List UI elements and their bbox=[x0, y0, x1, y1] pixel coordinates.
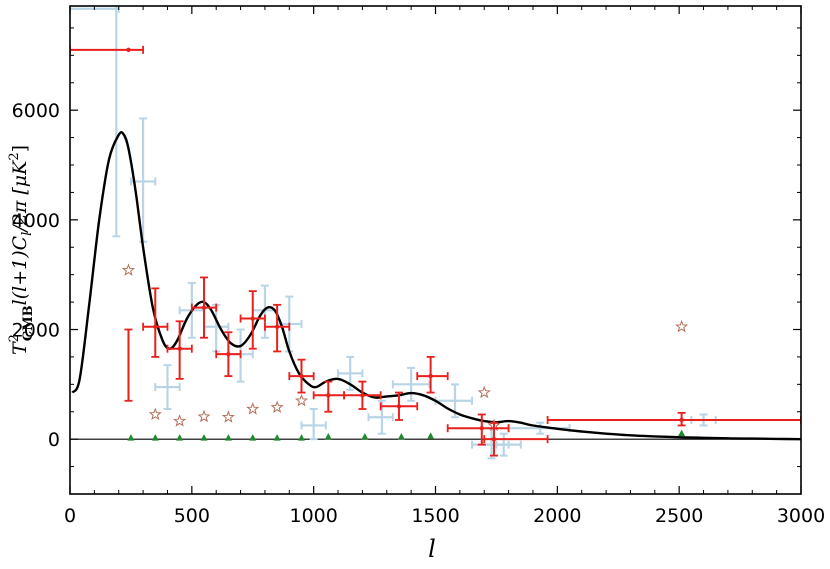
x-tick-label: 1500 bbox=[411, 505, 459, 527]
triangle-marker bbox=[224, 434, 232, 441]
red-point-center bbox=[250, 316, 255, 321]
red-data-point bbox=[190, 276, 218, 339]
star-marker bbox=[294, 393, 309, 407]
x-axis-label: l bbox=[428, 535, 436, 563]
y-label-body-sub: l bbox=[20, 232, 35, 236]
y-label-sup: 2 bbox=[7, 334, 22, 342]
model-curve bbox=[71, 130, 801, 441]
y-label-unit-sup: 2 bbox=[7, 152, 22, 160]
red-point-center bbox=[679, 417, 684, 423]
blue-data-point bbox=[391, 366, 431, 402]
red-point-center bbox=[201, 305, 207, 310]
red-point-center bbox=[177, 346, 182, 351]
y-tick-label: 6000 bbox=[12, 100, 60, 122]
x-tick-label: 0 bbox=[64, 505, 76, 527]
red-point-center bbox=[479, 426, 484, 431]
red-data-point bbox=[70, 45, 145, 402]
triangle-marker bbox=[678, 429, 686, 437]
red-data-point bbox=[142, 287, 169, 358]
star-marker bbox=[221, 410, 235, 423]
star-marker bbox=[121, 263, 136, 276]
star-marker bbox=[148, 407, 162, 421]
y-label-close: ] bbox=[9, 145, 31, 152]
star-marker bbox=[270, 400, 284, 413]
red-point-center bbox=[326, 393, 331, 398]
red-point-center bbox=[428, 373, 433, 379]
triangle-marker bbox=[249, 434, 257, 441]
red-point-center bbox=[226, 351, 231, 357]
blue-data-point bbox=[70, 6, 121, 238]
triangle-marker bbox=[127, 434, 135, 441]
red-data-point bbox=[446, 413, 510, 446]
red-point-center bbox=[396, 404, 402, 409]
y-tick-label: 0 bbox=[48, 429, 60, 451]
blue-data-point bbox=[203, 303, 230, 353]
triangle-marker bbox=[273, 434, 281, 441]
y-label-t: T bbox=[9, 341, 31, 355]
star-marker bbox=[173, 414, 187, 427]
red-point-center bbox=[360, 393, 365, 398]
x-tick-label: 3000 bbox=[777, 505, 825, 527]
triangle-marker bbox=[324, 432, 332, 440]
x-tick-label: 2000 bbox=[533, 505, 581, 527]
triangle-marker bbox=[361, 432, 369, 440]
red-point-center bbox=[126, 47, 131, 53]
red-data-point bbox=[166, 320, 193, 380]
red-data-point bbox=[379, 391, 419, 421]
y-tick-label: 2000 bbox=[12, 320, 60, 342]
blue-data-point bbox=[154, 364, 181, 411]
triangle-marker bbox=[397, 432, 405, 440]
red-data-point bbox=[215, 331, 242, 378]
star-marker bbox=[246, 402, 260, 415]
y-label-rest: /2π [μK bbox=[9, 159, 31, 234]
red-point-center bbox=[491, 436, 497, 442]
red-data-point bbox=[264, 303, 291, 353]
triangle-marker bbox=[176, 434, 184, 441]
x-tick-label: 1000 bbox=[289, 505, 337, 527]
red-data-point bbox=[483, 421, 549, 457]
blue-data-point bbox=[300, 408, 327, 441]
y-axis-label: T2CMBl(l+1)Cl/2π [μK2] bbox=[7, 145, 36, 355]
red-data-point bbox=[416, 356, 449, 394]
star-marker bbox=[477, 385, 491, 399]
red-point-center bbox=[153, 324, 158, 329]
red-point-center bbox=[274, 324, 280, 329]
y-label-body: l(l+1)C bbox=[9, 235, 31, 305]
y-tick-label: 4000 bbox=[12, 210, 60, 232]
triangle-marker bbox=[200, 434, 208, 441]
labels: l T2CMBl(l+1)Cl/2π [μK2] bbox=[7, 145, 436, 563]
triangle-marker bbox=[427, 432, 435, 439]
red-point-center bbox=[299, 373, 304, 379]
plot-area bbox=[70, 6, 801, 460]
star-marker bbox=[675, 319, 689, 333]
red-data-point bbox=[288, 358, 315, 394]
red-data-point bbox=[239, 290, 266, 350]
star-marker bbox=[197, 409, 211, 423]
triangle-marker bbox=[297, 434, 305, 441]
triangle-marker bbox=[151, 434, 159, 441]
red-data-point bbox=[546, 411, 801, 427]
x-tick-label: 500 bbox=[174, 505, 210, 527]
y-label-sub: CMB bbox=[21, 305, 36, 341]
axes: 0 500 1000 1500 2000 2500 3000 0 2000 4000 6000 bbox=[12, 100, 826, 527]
blue-data-point bbox=[495, 432, 522, 457]
red-data-point bbox=[343, 380, 382, 410]
x-tick-label: 2500 bbox=[655, 505, 703, 527]
plot-frame bbox=[69, 5, 802, 495]
